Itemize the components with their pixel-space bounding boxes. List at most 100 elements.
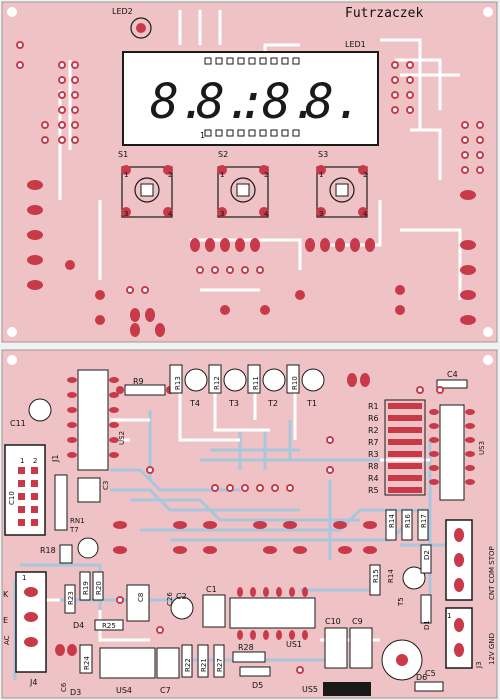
c10-body <box>324 627 348 669</box>
r15-label: R15 <box>372 569 380 583</box>
us5-label: US5 <box>302 685 318 694</box>
display-digit-4: 8. <box>305 74 363 130</box>
r24-body <box>79 644 93 674</box>
j1-pin2-label: 2 <box>33 457 37 465</box>
switch-s2-pin4: 4 <box>264 210 269 218</box>
c1-label: C1 <box>206 585 217 594</box>
supply-connector-label: 12V GND <box>488 633 496 665</box>
top-traces <box>58 10 462 300</box>
t7-label: T7 <box>69 526 79 534</box>
led2-label: LED2 <box>112 7 133 16</box>
r21-label: R21 <box>200 658 208 672</box>
d6-body <box>414 681 444 692</box>
c4-body <box>436 379 468 389</box>
us3-ic <box>439 404 465 501</box>
r23-body <box>64 584 76 614</box>
mount-hole-tr <box>483 7 493 17</box>
r14b-label: R14 <box>387 569 395 583</box>
r16-label: R16 <box>404 514 412 528</box>
j1-pin1-label: 1 <box>20 457 24 465</box>
transistor-t1: T1 R10 <box>286 364 325 408</box>
d1-body <box>420 594 432 624</box>
r11-label: R11 <box>252 376 260 390</box>
display-digit-2: 8. <box>196 74 254 130</box>
display-pads <box>204 57 300 137</box>
c11-label: C11 <box>10 419 26 428</box>
j4-label: J4 <box>29 678 37 687</box>
switch-s3[interactable]: S3 1 2 3 4 <box>316 150 368 218</box>
j4-k-label: K <box>3 590 9 599</box>
transistor-t4: T4 R13 <box>169 364 208 408</box>
mount-hole-br <box>483 327 493 337</box>
transistor-t3: T3 R12 <box>208 364 247 408</box>
r20-label: R20 <box>95 581 103 595</box>
c10-label: C10 <box>325 617 341 626</box>
r13-label: R13 <box>174 376 182 390</box>
mount-hole-btr <box>483 355 493 365</box>
top-vias <box>16 41 484 294</box>
switch-s1-pin2: 2 <box>168 171 172 179</box>
t1-label: T1 <box>306 399 317 408</box>
us2-label: US2 <box>118 431 126 445</box>
rb-r2: R2 <box>368 426 379 435</box>
c1-body <box>202 594 226 628</box>
display-pin1-mark: 1 <box>200 131 205 140</box>
display-digit-1: 8. <box>150 74 208 130</box>
j1-pins <box>18 467 38 526</box>
r19-body <box>79 571 91 601</box>
led2-outline <box>130 17 152 39</box>
d3-label: D3 <box>70 688 81 697</box>
c8-body <box>126 584 150 622</box>
c5-label: C5 <box>425 669 436 678</box>
us4-label: US4 <box>116 686 132 695</box>
rb-r6: R6 <box>368 414 379 423</box>
us1-label: US1 <box>286 640 302 649</box>
d6-label: D6 <box>416 673 427 682</box>
j3-label: J3 <box>475 661 483 669</box>
r20-body <box>92 571 104 601</box>
t2-label: T2 <box>267 399 278 408</box>
c7-label: C7 <box>160 686 171 695</box>
switch-s1-pin3: 3 <box>124 210 128 218</box>
rb-r5: R5 <box>368 486 379 495</box>
transistor-t2: T2 R11 <box>247 364 286 408</box>
d4-label: D4 <box>73 621 84 630</box>
top-pads <box>27 180 476 337</box>
c9-label: C9 <box>352 617 363 626</box>
switch-s1-pin1: 1 <box>124 171 128 179</box>
r14-body <box>385 509 397 541</box>
c7-body <box>156 647 180 679</box>
switch-s2[interactable]: S2 1 2 3 4 <box>217 150 269 218</box>
r17-body <box>417 509 429 541</box>
c8-label: C8 <box>137 593 145 602</box>
switch-s3-pin1: 1 <box>319 171 323 179</box>
r16-body <box>401 509 413 541</box>
supply-connector-pads <box>454 618 464 657</box>
r27-label: R27 <box>216 658 224 672</box>
switch-s2-pin1: 1 <box>220 171 224 179</box>
rb-r7: R7 <box>368 438 379 447</box>
led2-pad <box>136 23 146 33</box>
t6-outline <box>77 537 99 559</box>
j4-ac-label: AC <box>3 635 11 645</box>
r14-label: R14 <box>388 514 396 528</box>
d5-label: D5 <box>252 681 263 690</box>
switch-s2-pin3: 3 <box>220 210 224 218</box>
display-colon: : <box>238 74 267 130</box>
t3-label: T3 <box>228 399 239 408</box>
j4-pin1: 1 <box>22 574 26 582</box>
c11-cap <box>28 398 52 422</box>
cnt-connector-label: CNT COM STOP <box>488 546 496 600</box>
c3-body <box>77 477 101 503</box>
switch-s1[interactable]: S1 1 2 3 4 <box>118 150 173 218</box>
d5-body <box>239 666 271 677</box>
j1-label: J1 <box>51 455 60 463</box>
rn1-label: RN1 <box>70 517 85 525</box>
rb-r1: R1 <box>368 402 379 411</box>
c26-label: C26 <box>166 592 174 606</box>
c10-box-label: C10 <box>8 491 16 505</box>
j4-pads <box>24 587 38 647</box>
r15-body <box>369 564 381 596</box>
